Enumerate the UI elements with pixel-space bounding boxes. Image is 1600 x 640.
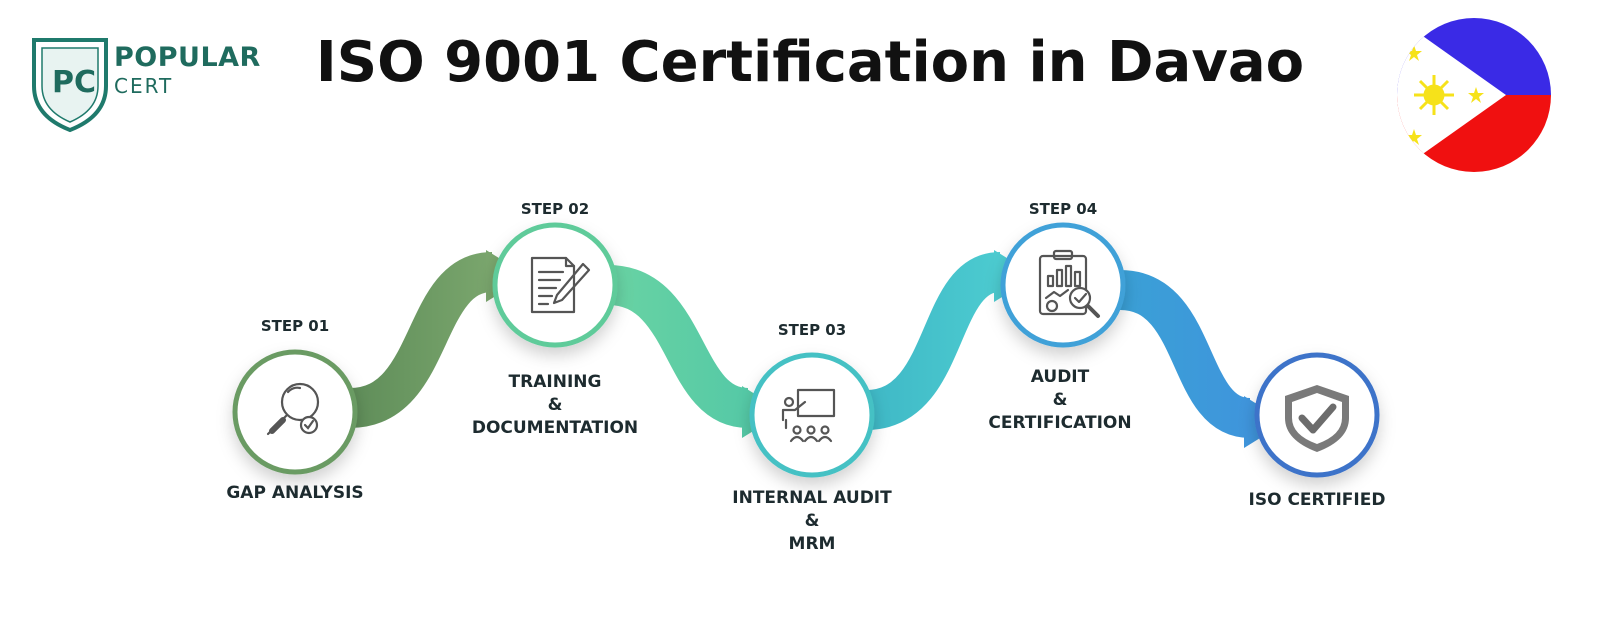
step-03-name-line-3: MRM: [788, 534, 836, 554]
step-05-name-line-1: ISO CERTIFIED: [1248, 490, 1386, 510]
step-01-label: STEP 01: [260, 317, 330, 335]
shield-logo-icon: PC: [32, 38, 108, 133]
step-04-label: STEP 04: [1028, 200, 1098, 218]
step-02-name: TRAINING & DOCUMENTATION: [445, 371, 665, 440]
logo-line-1: POPULAR: [114, 42, 261, 73]
step-04-name-line-3: CERTIFICATION: [988, 413, 1132, 433]
magnifier-check-icon: [266, 382, 320, 436]
step-04-name: AUDIT & CERTIFICATION: [950, 366, 1170, 435]
step-02-circle: [492, 222, 618, 348]
step-05-name: ISO CERTIFIED: [1217, 489, 1417, 512]
step-03-label: STEP 03: [777, 321, 847, 339]
step-01-name-line-1: GAP ANALYSIS: [226, 483, 364, 503]
logo-line-2: CERT: [114, 74, 174, 98]
step-02-name-line-1: TRAINING: [508, 372, 602, 392]
step-03-name-line-1: INTERNAL AUDIT: [732, 488, 892, 508]
step-02-name-line-2: &: [547, 395, 563, 415]
report-analysis-icon: [1038, 249, 1100, 318]
page-title: ISO 9001 Certification in Davao: [315, 30, 1305, 95]
step-03-name-line-2: &: [804, 511, 820, 531]
step-03-name: INTERNAL AUDIT & MRM: [702, 487, 922, 556]
presentation-board-icon: [781, 388, 836, 443]
philippines-flag-icon: [1397, 18, 1551, 172]
step-02-label: STEP 02: [520, 200, 590, 218]
step-02-name-line-3: DOCUMENTATION: [471, 418, 639, 438]
step-01-name: GAP ANALYSIS: [195, 482, 395, 505]
document-pen-icon: [530, 256, 591, 314]
step-01-circle: [232, 349, 358, 475]
step-04-name-line-1: AUDIT: [1030, 367, 1090, 387]
step-04-name-line-2: &: [1052, 390, 1068, 410]
logo-monogram: PC: [52, 65, 96, 100]
popular-cert-logo: PC POPULAR CERT: [30, 34, 260, 134]
shield-check-icon: [1285, 385, 1349, 452]
